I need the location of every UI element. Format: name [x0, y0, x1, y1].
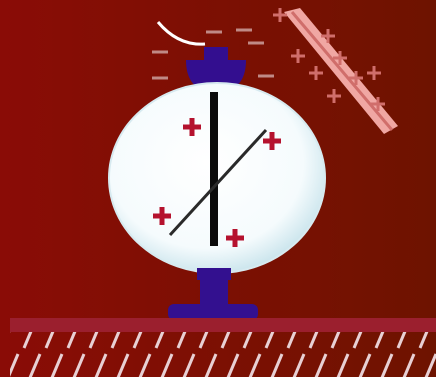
knob-cap — [204, 47, 228, 61]
electroscope-stem — [210, 92, 218, 246]
ground-icon — [10, 318, 436, 377]
